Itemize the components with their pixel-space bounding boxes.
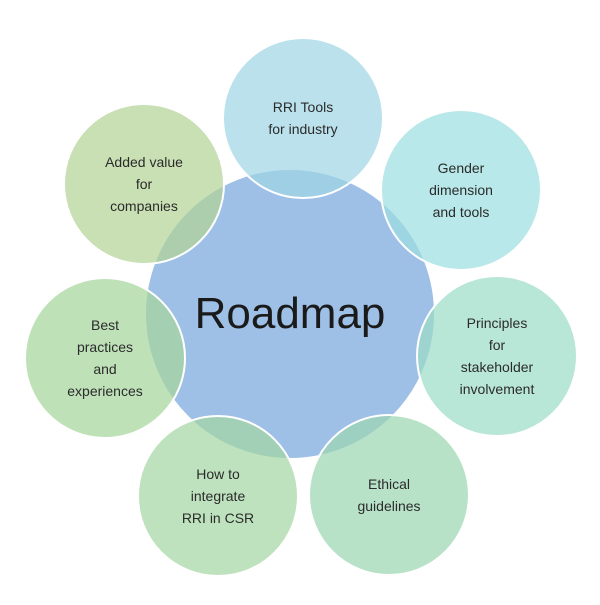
node-label-added-value: Added value for companies: [105, 154, 183, 214]
node-circle-ethical: [308, 414, 470, 576]
node-label-integrate: How to integrate RRI in CSR: [181, 466, 255, 526]
node-circle-principles: [416, 275, 578, 437]
node-label-rri-tools: RRI Tools for industry: [268, 99, 338, 137]
center-label: Roadmap: [194, 289, 386, 338]
node-circle-best-practices: [24, 277, 186, 439]
node-circle-rri-tools: [222, 37, 384, 199]
node-circle-gender: [380, 109, 542, 271]
node-circle-added-value: [63, 103, 225, 265]
node-label-gender: Gender dimension and tools: [429, 160, 493, 220]
node-circle-integrate: [137, 415, 299, 577]
node-label-ethical: Ethical guidelines: [357, 476, 421, 514]
node-label-principles: Principles for stakeholder involvement: [459, 315, 535, 397]
node-label-best-practices: Best practices and experiences: [67, 317, 143, 399]
